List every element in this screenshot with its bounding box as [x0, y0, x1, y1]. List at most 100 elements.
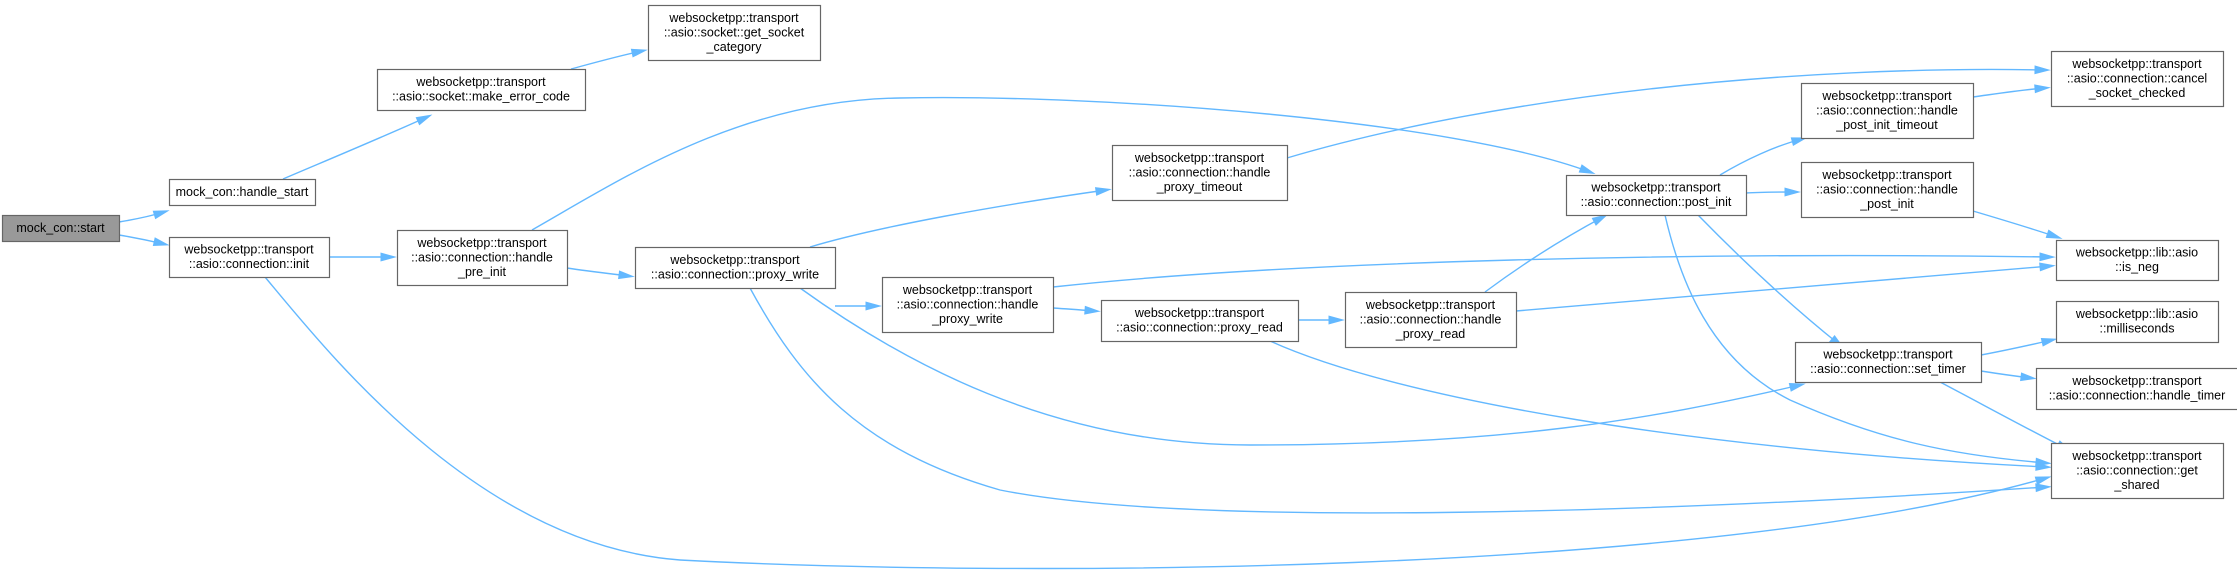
node-label-line: mock_con::handle_start: [176, 185, 309, 199]
node-make-error-code[interactable]: websocketpp::transport::asio::socket::ma…: [376, 68, 587, 112]
node-label-line: websocketpp::transport: [1134, 306, 1265, 320]
edge-proxy_write-to-handle_proxy_write: [835, 301, 882, 311]
node-box: [2050, 442, 2225, 500]
node-box: [1111, 144, 1289, 202]
edge-line: [264, 276, 2047, 570]
node-label-line: mock_con::start: [16, 221, 105, 235]
node-label-line: ::asio::connection::get: [2076, 463, 2198, 477]
edge-arrowhead: [2034, 65, 2051, 75]
node-label-line: websocketpp::transport: [2071, 374, 2202, 388]
edge-handle_start-to-make_error_code: [282, 114, 433, 180]
node-label-line: websocketpp::transport: [902, 283, 1033, 297]
node-label-line: _proxy_read: [1395, 327, 1466, 341]
node-label-line: _socket_checked: [2088, 86, 2186, 100]
node-box: [2050, 50, 2225, 108]
edge-handle_proxy_timeout-to-cancel_socket_checked: [1286, 65, 2051, 159]
node-box: [634, 246, 837, 290]
edge-arrowhead: [865, 301, 882, 311]
edge-proxy_write-to-set_timer: [799, 287, 1806, 446]
node-box: [168, 236, 331, 279]
edge-post_init-to-set_timer: [1697, 214, 1845, 349]
edge-line: [1980, 339, 2053, 356]
edge-line: [799, 287, 1801, 446]
node-label-line: websocketpp::transport: [1590, 181, 1721, 195]
edge-arrowhead: [1788, 383, 1806, 392]
node-box: [1565, 174, 1748, 217]
edge-handle_post_init-to-is_neg: [1972, 210, 2063, 239]
node-box: [881, 276, 1055, 334]
edge-handle_proxy_write-to-is_neg: [1052, 252, 2056, 288]
node-handle-start[interactable]: mock_con::handle_start: [168, 178, 317, 207]
node-get-shared[interactable]: websocketpp::transport::asio::connection…: [2050, 442, 2225, 500]
node-get-socket-category[interactable]: websocketpp::transport::asio::socket::ge…: [647, 4, 822, 62]
edge-arrowhead: [630, 48, 648, 58]
edge-arrowhead: [2035, 457, 2052, 467]
node-label-line: ::asio::connection::proxy_read: [1116, 321, 1283, 335]
node-handle-post-init[interactable]: websocketpp::transport::asio::connection…: [1800, 161, 1975, 219]
node-box: [1800, 161, 1975, 219]
edge-arrowhead: [415, 114, 433, 126]
edge-line: [1972, 87, 2046, 98]
edge-set_timer-to-milliseconds: [1980, 337, 2058, 356]
node-label-line: websocketpp::transport: [1821, 168, 1952, 182]
node-label-line: ::milliseconds: [2099, 322, 2174, 336]
node-post-init[interactable]: websocketpp::transport::asio::connection…: [1565, 174, 1748, 217]
edge-arrowhead: [2039, 262, 2056, 272]
edge-line: [1515, 265, 2051, 312]
edge-arrowhead: [2045, 229, 2063, 239]
node-handle-proxy-read[interactable]: websocketpp::transport::asio::connection…: [1344, 291, 1518, 349]
edge-arrowhead: [2040, 337, 2058, 347]
edge-handle_proxy_read-to-post_init: [1484, 214, 1609, 293]
node-label-line: _proxy_write: [931, 312, 1003, 326]
edge-arrowhead: [1094, 187, 1112, 196]
node-label-line: ::asio::socket::make_error_code: [392, 90, 570, 104]
edge-arrowhead: [152, 210, 170, 220]
edge-line: [1269, 340, 2047, 468]
edge-arrowhead: [152, 237, 170, 246]
edge-handle_post_init_timeout-to-cancel_socket_checked: [1972, 84, 2051, 98]
node-label-line: websocketpp::lib::asio: [2075, 307, 2198, 321]
node-handle-post-init-timeout[interactable]: websocketpp::transport::asio::connection…: [1800, 82, 1975, 140]
node-handle-proxy-write[interactable]: websocketpp::transport::asio::connection…: [881, 276, 1055, 334]
node-box: [376, 68, 587, 112]
node-conn-init[interactable]: websocketpp::transport::asio::connection…: [168, 236, 331, 279]
edge-line: [282, 116, 428, 180]
node-handle-proxy-timeout[interactable]: websocketpp::transport::asio::connection…: [1111, 144, 1289, 202]
node-milliseconds[interactable]: websocketpp::lib::asio::milliseconds: [2055, 300, 2220, 344]
edge-arrowhead: [1084, 305, 1101, 315]
edge-line: [1939, 381, 2068, 450]
node-cancel-socket-checked[interactable]: websocketpp::transport::asio::connection…: [2050, 50, 2225, 108]
node-label-line: _post_init: [1859, 197, 1914, 211]
node-label-line: ::asio::connection::cancel: [2067, 71, 2207, 85]
node-proxy-read[interactable]: websocketpp::transport::asio::connection…: [1100, 299, 1300, 343]
node-handle-timer[interactable]: websocketpp::transport::asio::connection…: [2035, 367, 2237, 411]
edge-line: [1972, 210, 2058, 238]
node-box: [2055, 300, 2220, 344]
edge-proxy_write-to-get_shared: [749, 287, 2052, 514]
edge-arrowhead: [380, 252, 397, 262]
edge-handle_proxy_read-to-is_neg: [1515, 262, 2056, 312]
node-set-timer[interactable]: websocketpp::transport::asio::connection…: [1794, 341, 1983, 384]
edge-line: [809, 189, 1107, 248]
node-handle-pre-init[interactable]: websocketpp::transport::asio::connection…: [396, 229, 569, 287]
node-label-line: ::asio::connection::handle: [411, 250, 553, 264]
edge-start-to-conn_init: [118, 234, 170, 246]
edge-arrowhead: [1578, 164, 1596, 175]
edge-arrowhead: [2020, 372, 2037, 382]
node-label-line: websocketpp::transport: [1822, 348, 1953, 362]
node-label-line: ::asio::connection::set_timer: [1810, 362, 1966, 376]
node-box: [1344, 291, 1518, 349]
node-is-neg[interactable]: websocketpp::lib::asio::is_neg: [2055, 239, 2220, 282]
edge-post_init-to-handle_post_init_timeout: [1719, 137, 1808, 176]
node-label-line: ::asio::connection::handle: [1816, 182, 1958, 196]
node-start[interactable]: mock_con::start: [1, 214, 121, 243]
node-proxy-write[interactable]: websocketpp::transport::asio::connection…: [634, 246, 837, 290]
node-label-line: websocketpp::transport: [183, 243, 314, 257]
edge-conn_init-to-get_shared: [264, 276, 2052, 570]
edge-arrowhead: [2034, 84, 2051, 94]
node-label-line: websocketpp::transport: [668, 11, 799, 25]
edge-line: [531, 96, 1591, 231]
edge-handle_proxy_write-to-proxy_read: [1052, 305, 1101, 315]
node-box: [1, 214, 121, 243]
edge-proxy_write-to-handle_proxy_timeout: [809, 187, 1112, 248]
